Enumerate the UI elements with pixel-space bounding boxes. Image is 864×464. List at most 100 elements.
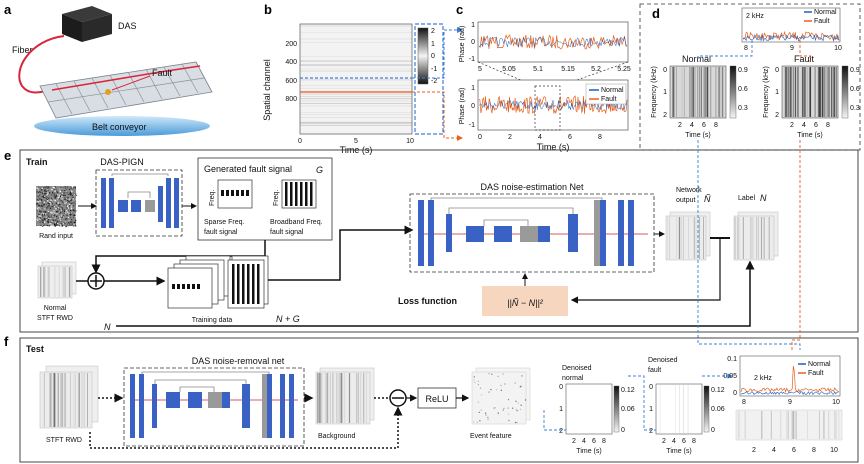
noise-dot [71,189,73,191]
event-dot [488,391,490,393]
g-symbol: G [316,165,323,175]
noise-dot [37,216,39,218]
noise-dot [50,221,52,223]
noise-dot-light [42,218,44,220]
noise-dot [61,189,63,192]
noise-dot-light [74,213,76,215]
generated-title: Generated fault signal [204,164,292,174]
f-bot-xtick-4: 4 [772,447,776,454]
panel-e-label: e [4,148,11,163]
noise-dot-light [62,216,65,218]
event-dot [488,373,490,375]
b-xtick-0: 0 [298,138,302,145]
background-texture [317,373,368,423]
noise-dot-light [38,207,40,209]
event-dot [516,421,518,424]
dn-xtick-2: 2 [572,438,576,445]
noise-dot [39,219,41,221]
event-dot [520,404,522,406]
noise-dot [63,222,65,224]
noise-dot [52,191,54,194]
noise-dot [46,196,48,198]
normal-to-fault-link [628,375,656,431]
noise-dot [44,224,46,226]
stft-rwd-image [39,371,93,429]
label-image [733,215,775,261]
noise-dot [67,186,69,188]
b-cbar-m1: -1 [431,66,437,73]
noise-dot [49,192,51,194]
noise-dot [37,210,39,212]
noise-dot-light [51,200,53,202]
n-feedback-arrow [116,260,755,327]
net-output-texture [667,217,704,259]
noise-dot-light [58,215,61,218]
noise-dot [66,214,68,216]
noise-dot [42,191,44,193]
broadband-freq-axis: Freq. [273,190,280,206]
event-dot [491,373,493,375]
waterfall-texture [300,25,412,126]
noise-dot [41,215,43,217]
denoised-fault-label-2: fault [648,367,661,374]
noise-dot [49,207,51,210]
noise-dot-light [43,201,46,203]
noise-dot [41,208,43,210]
noise-dot-light [65,210,68,212]
dn-cbar-012: 0.12 [621,387,635,394]
noise-dot [44,194,46,196]
noise-dot-light [65,202,67,204]
noise-dot-light [52,193,54,196]
noise-dot [72,213,74,215]
noise-dot [55,188,57,190]
noise-dot [51,208,53,210]
normal-stft-image [37,265,73,299]
noise-dot [63,202,65,204]
noise-dot [69,193,71,195]
noise-dot [71,199,73,201]
training-to-net-arrow [268,225,414,281]
noise-dot-light [47,189,49,191]
noise-dot [60,211,62,213]
denoised-fault-plot [655,383,703,435]
noise-dot [59,198,61,200]
noise-dot [54,219,56,221]
event-dot [474,381,476,384]
noise-dot-light [68,203,71,206]
f-bot-xtick-2: 2 [752,447,756,454]
df-cbar-0: 0 [711,427,715,434]
noise-dot [74,214,76,216]
denoised-fault-colorbar [703,385,710,433]
noise-dot [37,195,39,197]
training-data-label: Training data [192,317,233,324]
noise-dot-light [59,189,61,191]
noise-dot [48,225,50,227]
event-dot [480,409,482,411]
noise-dot [43,211,45,213]
noise-dot-light [49,201,52,204]
noise-dot [55,206,57,208]
noise-dot [72,209,74,211]
event-dot [487,418,489,420]
event-dot [473,421,475,423]
noise-dot [47,220,49,222]
noise-dot [59,225,61,227]
noise-dot-light [54,221,56,224]
noise-dot-light [45,216,48,218]
event-dot [521,375,523,377]
noise-dot-light [61,187,63,190]
noise-dot [64,197,66,199]
noise-dot [47,206,49,208]
noise-dot [53,205,55,207]
fault-label: Fault [152,68,173,78]
noise-dot [39,205,41,207]
noise-dot [39,221,41,223]
loss-expression: ||Ñ − N||² [507,298,544,308]
noise-dot-light [64,200,66,202]
noise-dot [68,225,70,227]
removal-net-box [123,367,305,447]
noise-dot [64,198,67,200]
noise-dot [54,197,56,199]
noise-dot-light [58,194,60,196]
